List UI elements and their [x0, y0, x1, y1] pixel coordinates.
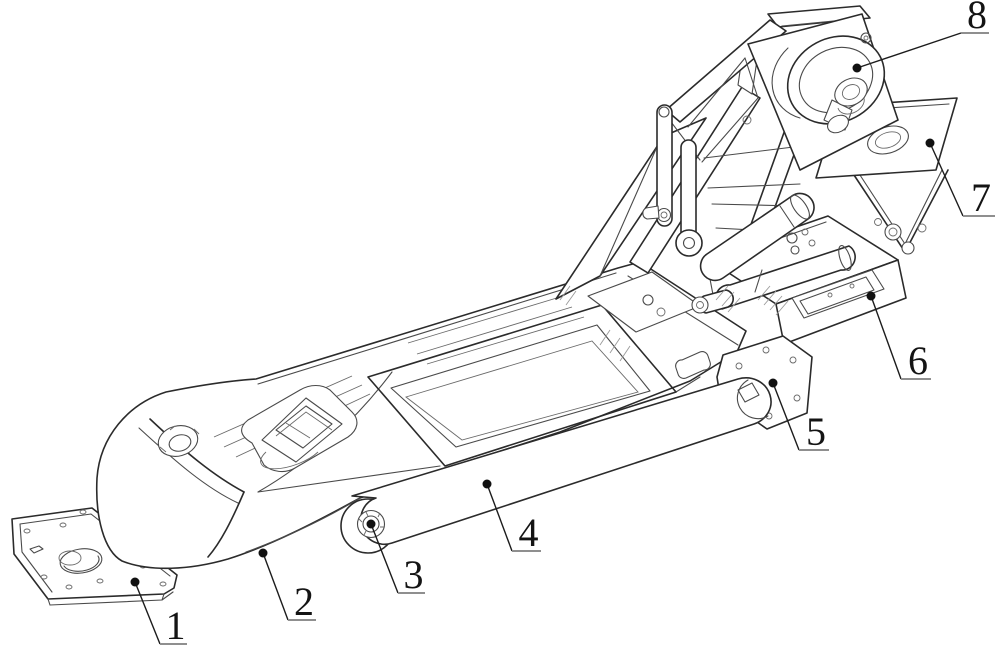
leader-line-1 [134, 581, 161, 645]
deck-boss [157, 425, 200, 457]
callout-3: 3 [366, 519, 425, 597]
leader-line-8 [856, 32, 962, 69]
hatch-shading [559, 285, 789, 316]
leader-line-6 [870, 295, 902, 380]
actuator-cylinders [691, 192, 856, 314]
callout-7: 7 [925, 138, 995, 220]
leader-line-5 [772, 382, 800, 451]
leader-line-3 [370, 523, 399, 594]
callout-1: 1 [130, 577, 187, 648]
part-number-6: 6 [908, 338, 928, 383]
leader-dot-3 [366, 519, 376, 529]
part-number-2: 2 [294, 579, 314, 624]
part-number-4: 4 [519, 510, 539, 555]
trough-opening [367, 304, 677, 467]
part-number-7: 7 [971, 175, 991, 220]
leader-dot-6 [866, 291, 876, 301]
part-number-8: 8 [967, 0, 987, 37]
callout-5: 5 [768, 378, 829, 454]
callout-2: 2 [258, 548, 316, 624]
callout-8: 8 [852, 0, 989, 73]
link-bars [642, 104, 703, 257]
callouts: 1 2 3 4 5 6 [130, 0, 995, 648]
leader-line-7 [929, 142, 964, 217]
leader-dot-8 [852, 63, 862, 73]
part-number-1: 1 [166, 603, 186, 648]
deck-opening [241, 384, 358, 473]
disc-drive [742, 13, 899, 171]
leader-line-2 [262, 552, 289, 621]
disc-hub [834, 77, 868, 107]
callout-4: 4 [482, 479, 541, 555]
support-braces [851, 169, 949, 255]
leader-dot-4 [482, 479, 492, 489]
leader-dot-7 [925, 138, 935, 148]
leader-dot-2 [258, 548, 268, 558]
part-number-3: 3 [404, 552, 424, 597]
leader-dot-5 [768, 378, 778, 388]
leader-dot-1 [130, 577, 140, 587]
callout-6: 6 [866, 291, 931, 383]
leader-line-4 [486, 483, 513, 552]
part-number-5: 5 [806, 409, 826, 454]
